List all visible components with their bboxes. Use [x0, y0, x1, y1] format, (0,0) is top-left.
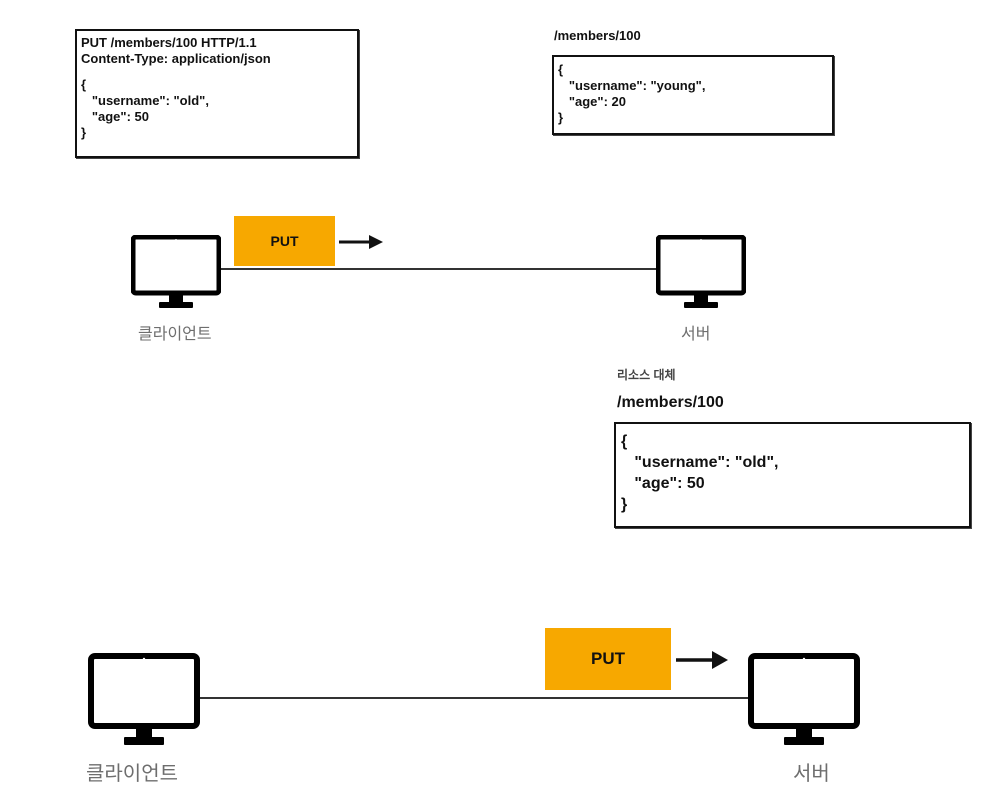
- request-blank: [81, 67, 357, 77]
- request-body-age: "age": 50: [81, 109, 149, 124]
- before-body-age: "age": 20: [558, 94, 626, 109]
- request-body-username: "username": "old",: [81, 93, 209, 108]
- bottom-arrow-right-icon: [676, 650, 728, 670]
- after-body-close: }: [621, 496, 628, 513]
- before-body-username: "username": "young",: [558, 78, 706, 93]
- bottom-server-label: 서버: [793, 763, 830, 785]
- bottom-server-monitor-icon: [748, 653, 860, 747]
- resource-replace-caption: 리소스 대체: [617, 368, 676, 382]
- top-connection-line: [221, 268, 657, 270]
- bottom-client-monitor-icon: [88, 653, 200, 747]
- bottom-connection-line: [200, 697, 750, 699]
- after-body-open: {: [621, 433, 628, 450]
- bottom-put-method-box: PUT: [545, 628, 671, 690]
- top-put-method-box: PUT: [234, 216, 335, 266]
- request-header: Content-Type: application/json: [81, 51, 271, 66]
- http-request-box: PUT /members/100 HTTP/1.1 Content-Type: …: [75, 29, 359, 158]
- server-monitor-icon: [656, 235, 746, 310]
- after-body-username: "username": "old",: [621, 454, 779, 471]
- request-body-open: {: [81, 77, 87, 92]
- top-client-label: 클라이언트: [138, 326, 212, 343]
- server-before-resource-box: { "username": "young", "age": 20 }: [552, 55, 834, 135]
- top-server-label: 서버: [681, 326, 711, 343]
- server-before-path: /members/100: [554, 28, 641, 43]
- request-line: PUT /members/100 HTTP/1.1: [81, 35, 257, 50]
- before-body-close: }: [558, 110, 564, 125]
- server-after-path: /members/100: [617, 394, 724, 411]
- after-body-age: "age": 50: [621, 475, 705, 492]
- server-after-resource-box: { "username": "old", "age": 50 }: [614, 422, 971, 528]
- bottom-client-label: 클라이언트: [86, 763, 178, 785]
- before-body-open: {: [558, 62, 564, 77]
- request-body-close: }: [81, 125, 87, 140]
- top-arrow-right-icon: [339, 234, 383, 250]
- client-monitor-icon: [131, 235, 221, 310]
